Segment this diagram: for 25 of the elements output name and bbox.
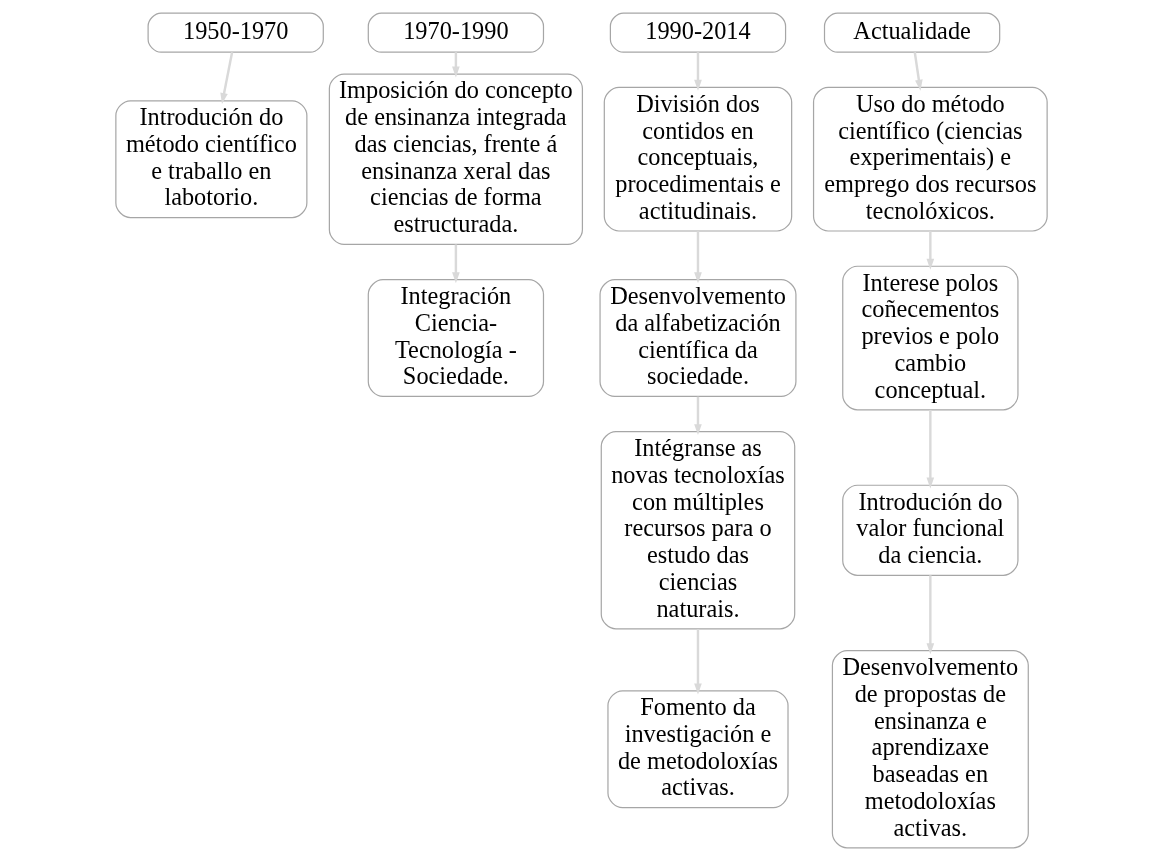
node-box: 1970-1990 [367,12,544,53]
node-box: Desenvolvemento da alfabetización científica da sociedade. [598,279,797,398]
arrow [926,575,934,655]
node-box: Imposición do concepto de ensinanza integrada das ciencias, frente á ensinanza xeral das ciencias de forma estructurada. [328,73,583,245]
arrow [693,396,702,436]
arrow [693,629,702,695]
arrow [926,231,934,270]
arrow [219,51,233,104]
node-box: Introdución do método científico e traballo en labotorio. [114,100,307,219]
node-box: Desenvolvemento de propostas de ensinanza e aprendizaxe baseadas en metodoloxías activas. [831,650,1029,849]
node-box: Integración Ciencia-Tecnología - Sociedade. [367,279,544,398]
arrow [451,244,460,284]
node-box: Introdución do valor funcional da ciencia. [841,484,1019,576]
arrow [926,409,934,489]
node-box: Interese polos coñecementos previos e polo cambio conceptual. [841,265,1019,411]
arrow [693,52,702,91]
arrow [693,231,702,284]
arrow [913,52,923,91]
node-box: 1950-1970 [147,12,324,53]
node-box: Actualidade [823,12,1000,53]
node-box: Fomento da investigación e de metodoloxías activas. [606,690,789,809]
node-box: Uso do método científico (ciencias experimentais) e emprego dos recursos tecnolóxicos. [812,86,1048,232]
node-box: Intégranse as novas tecnoloxías con múltiples recursos para o estudo das ciencias naturais. [600,431,795,630]
node-box: División dos contidos en conceptuais, procedimentais e actitudinais. [603,86,792,232]
node-box: 1990-2014 [609,12,786,53]
